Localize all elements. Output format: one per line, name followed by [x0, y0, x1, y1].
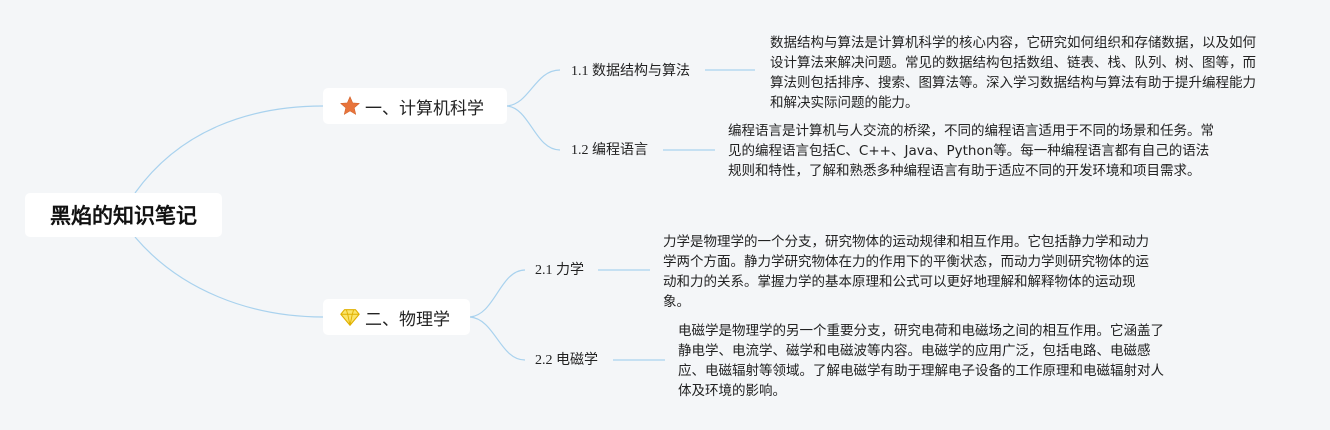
branch-label: 二、物理学 [365, 309, 450, 330]
subtopic-label: 2.1 力学 [535, 263, 584, 278]
diamond-icon [339, 306, 361, 328]
subtopic-data-structures[interactable]: 1.1 数据结构与算法 [571, 63, 690, 81]
connector-branch-2-to-sub-1 [469, 269, 526, 318]
star-icon [339, 95, 361, 117]
connector-branch-1-to-sub-2 [506, 105, 561, 151]
note-data-structures: 数据结构与算法是计算机科学的核心内容，它研究如何组织和存储数据，以及如何设计算法… [770, 35, 1256, 111]
connector-branch-1-to-sub-1 [506, 69, 561, 107]
root-topic[interactable]: 黑焰的知识笔记 [25, 193, 222, 237]
subtopic-programming-languages[interactable]: 1.2 编程语言 [571, 142, 648, 160]
subtopic-label: 2.2 电磁学 [535, 353, 598, 368]
connector-root-to-branch-1 [134, 105, 324, 194]
subtopic-label: 1.1 数据结构与算法 [571, 64, 690, 79]
connector-branch-2-to-sub-2 [469, 316, 526, 361]
connector-root-to-branch-2 [134, 236, 324, 318]
subtopic-electromagnetism[interactable]: 2.2 电磁学 [535, 352, 598, 370]
note-programming-languages: 编程语言是计算机与人交流的桥梁，不同的编程语言适用于不同的场景和任务。常见的编程… [728, 123, 1214, 179]
branch-label: 一、计算机科学 [365, 98, 484, 119]
branch-physics[interactable]: 二、物理学 [323, 299, 470, 335]
subtopic-mechanics[interactable]: 2.1 力学 [535, 262, 584, 280]
subtopic-label: 1.2 编程语言 [571, 143, 648, 158]
root-topic-label: 黑焰的知识笔记 [50, 204, 197, 228]
note-electromagnetism: 电磁学是物理学的另一个重要分支，研究电荷和电磁场之间的相互作用。它涵盖了静电学、… [678, 323, 1164, 399]
note-mechanics: 力学是物理学的一个分支，研究物体的运动规律和相互作用。它包括静力学和动力学两个方… [663, 234, 1149, 310]
branch-computer-science[interactable]: 一、计算机科学 [323, 88, 507, 124]
